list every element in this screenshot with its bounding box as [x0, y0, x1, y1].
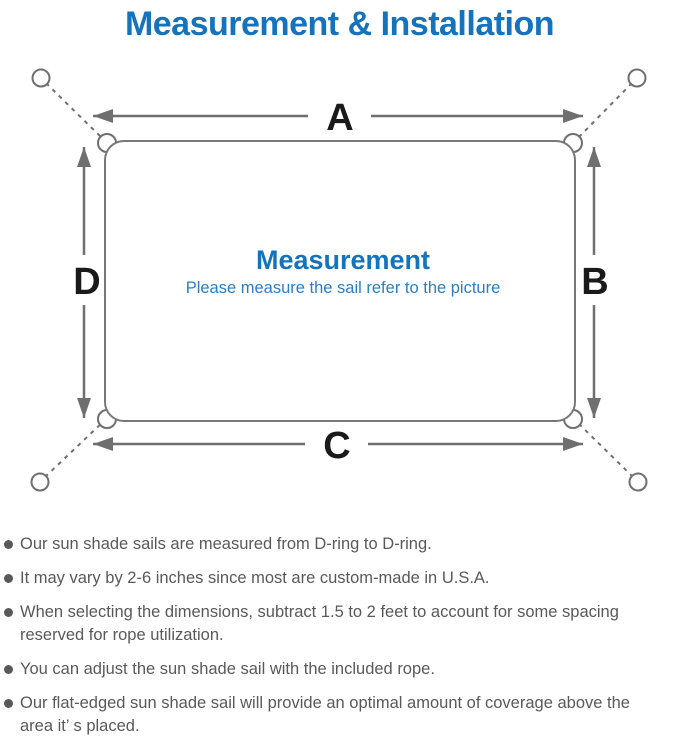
note-item: Our sun shade sails are measured from D-… — [4, 533, 664, 556]
anchor-ring-top-right-icon — [627, 68, 647, 88]
bullet-icon — [4, 699, 13, 708]
page-title: Measurement & Installation — [124, 5, 555, 43]
sail-outline — [104, 140, 576, 422]
anchor-ring-top-left-icon — [31, 68, 51, 88]
bullet-icon — [4, 608, 13, 617]
note-text: You can adjust the sun shade sail with t… — [20, 660, 435, 678]
diagram-center-title: Measurement — [256, 245, 430, 275]
diagram-center-subtitle: Please measure the sail refer to the pic… — [186, 279, 501, 297]
anchor-tie-lines — [44, 82, 634, 478]
tie-line-top-left — [45, 82, 105, 141]
anchor-ring-bottom-left-icon — [30, 472, 50, 492]
bullet-icon — [4, 574, 13, 583]
tie-line-top-right — [575, 82, 633, 141]
note-text: Our sun shade sails are measured from D-… — [20, 535, 432, 553]
bullet-icon — [4, 540, 13, 549]
tie-line-bottom-left — [44, 420, 105, 478]
dimension-label-c: C — [323, 425, 350, 467]
dimension-label-b: B — [581, 261, 608, 303]
note-item: It may vary by 2-6 inches since most are… — [4, 567, 664, 590]
note-text: Our flat-edged sun shade sail will provi… — [20, 694, 630, 735]
tie-line-bottom-right — [575, 420, 634, 478]
notes-list: Our sun shade sails are measured from D-… — [0, 533, 672, 738]
note-text: When selecting the dimensions, subtract … — [20, 603, 619, 644]
note-item: You can adjust the sun shade sail with t… — [4, 658, 664, 681]
dimension-label-a: A — [326, 97, 353, 139]
note-item: Our flat-edged sun shade sail will provi… — [4, 692, 664, 738]
anchor-ring-bottom-right-icon — [628, 472, 648, 492]
note-text: It may vary by 2-6 inches since most are… — [20, 569, 490, 587]
note-item: When selecting the dimensions, subtract … — [4, 601, 664, 647]
dimension-label-d: D — [73, 261, 100, 303]
bullet-icon — [4, 665, 13, 674]
sail-measurement-diagram: A C D B Measurement Please measure the s… — [30, 68, 648, 492]
